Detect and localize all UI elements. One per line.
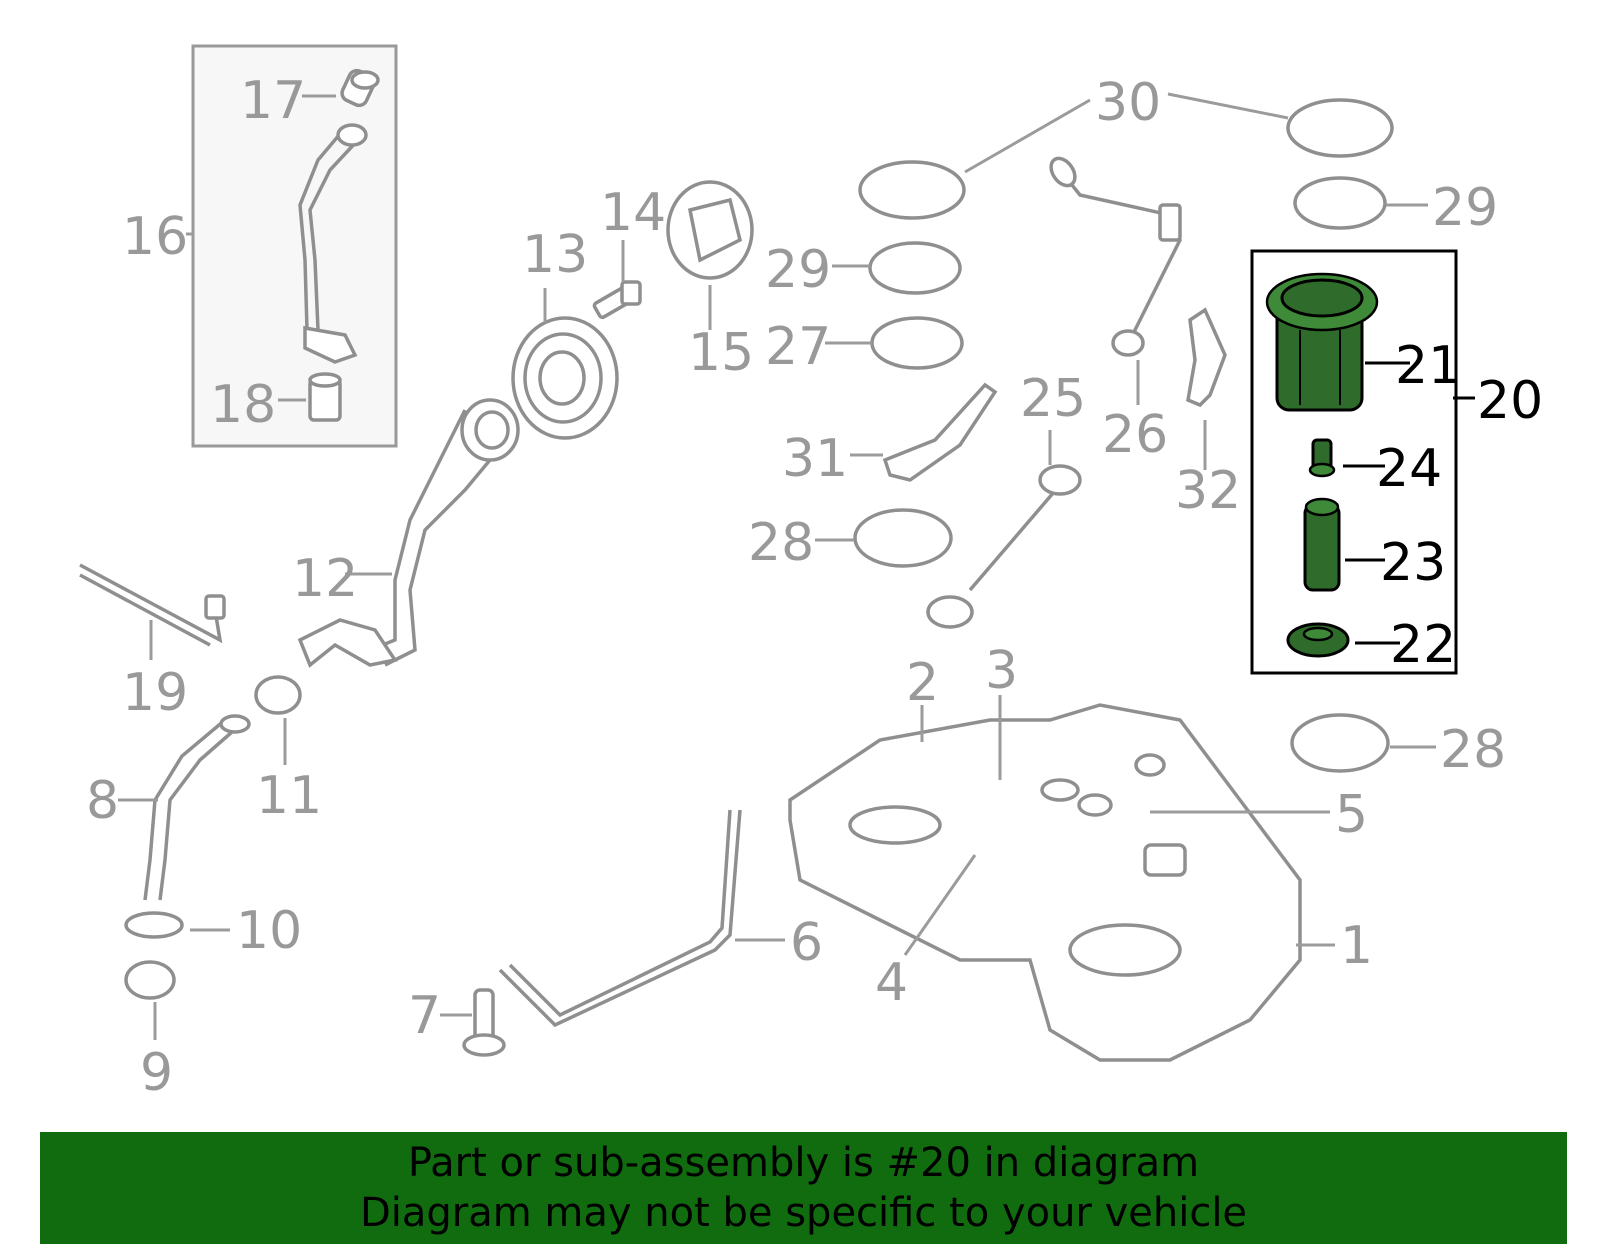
- callout-22: 22: [1390, 615, 1456, 675]
- part-9-cap: [124, 960, 176, 1000]
- part-30-lock-ring-right: [1286, 98, 1394, 158]
- callout-29-left: 29: [765, 240, 831, 300]
- part-10-clamp: [124, 911, 184, 939]
- callout-27: 27: [765, 317, 831, 377]
- part-27-cover: [870, 316, 964, 370]
- callout-1: 1: [1340, 916, 1373, 976]
- info-banner: Part or sub-assembly is #20 in diagram D…: [40, 1132, 1567, 1244]
- part-14-bolt: [592, 280, 642, 320]
- part-16-vent-tube: [298, 123, 368, 364]
- callout-28-left: 28: [748, 513, 814, 573]
- callout-9: 9: [140, 1043, 173, 1103]
- part-26-level-sender: [1049, 156, 1182, 357]
- banner-line-2: Diagram may not be specific to your vehi…: [359, 1190, 1248, 1236]
- callout-8: 8: [86, 771, 119, 831]
- part-15-fuel-door: [666, 180, 754, 280]
- part-1-fuel-tank: [788, 703, 1302, 1062]
- callout-32: 32: [1175, 461, 1241, 521]
- part-12-filler-pipe: [297, 398, 520, 668]
- leader-lines-highlighted: [1343, 361, 1475, 645]
- part-29-seal-left: [868, 241, 962, 295]
- callout-14: 14: [600, 183, 666, 243]
- part-32-bracket: [1186, 307, 1227, 408]
- callout-10: 10: [236, 901, 302, 961]
- part-28-seal-right: [1290, 713, 1390, 773]
- callout-13: 13: [522, 225, 588, 285]
- part-18-fitting: [308, 372, 342, 422]
- part-28-seal-left: [853, 508, 953, 568]
- callout-17: 17: [240, 71, 306, 131]
- callout-labels: 17 16 18 13 14 15 12 19 11 8 10 9 7 6 2 …: [86, 71, 1543, 1103]
- callout-31: 31: [782, 429, 848, 489]
- callout-21: 21: [1395, 336, 1461, 396]
- callout-11: 11: [256, 766, 322, 826]
- callout-5: 5: [1335, 785, 1368, 845]
- callout-6: 6: [790, 913, 823, 973]
- banner-line-1: Part or sub-assembly is #20 in diagram: [407, 1140, 1200, 1186]
- callout-24: 24: [1376, 439, 1442, 499]
- part-24-fitting: [1308, 438, 1336, 478]
- part-25-sensor: [926, 464, 1082, 629]
- part-31-sender: [882, 382, 998, 482]
- callout-25: 25: [1020, 369, 1086, 429]
- callout-7: 7: [408, 986, 441, 1046]
- group-16-box: [191, 44, 398, 448]
- part-17-cap: [340, 68, 380, 108]
- callout-30: 30: [1095, 73, 1161, 133]
- part-7-bolt: [462, 988, 506, 1057]
- callout-2: 2: [906, 653, 939, 713]
- part-13-plate: [511, 316, 619, 440]
- part-19-line: [79, 563, 226, 647]
- callout-19: 19: [122, 663, 188, 723]
- part-6-strap: [498, 809, 742, 1028]
- callout-20: 20: [1477, 371, 1543, 431]
- callout-18: 18: [210, 375, 276, 435]
- callout-15: 15: [688, 323, 754, 383]
- callout-29-right: 29: [1432, 178, 1498, 238]
- part-22-filter: [1286, 622, 1350, 658]
- callout-3: 3: [985, 641, 1018, 701]
- part-21-fuel-pump-module: [1265, 272, 1379, 412]
- part-23-pump: [1303, 497, 1341, 592]
- part-11-clamp: [254, 675, 302, 715]
- callout-12: 12: [292, 549, 358, 609]
- callout-26: 26: [1102, 405, 1168, 465]
- leader-lines: [118, 92, 1436, 1040]
- callout-23: 23: [1380, 533, 1446, 593]
- callout-4: 4: [875, 953, 908, 1013]
- part-8-hose: [143, 714, 251, 901]
- callout-28-right: 28: [1440, 720, 1506, 780]
- part-29-seal-right: [1293, 176, 1387, 230]
- part-30-lock-ring-left: [858, 160, 966, 220]
- callout-16: 16: [122, 207, 188, 267]
